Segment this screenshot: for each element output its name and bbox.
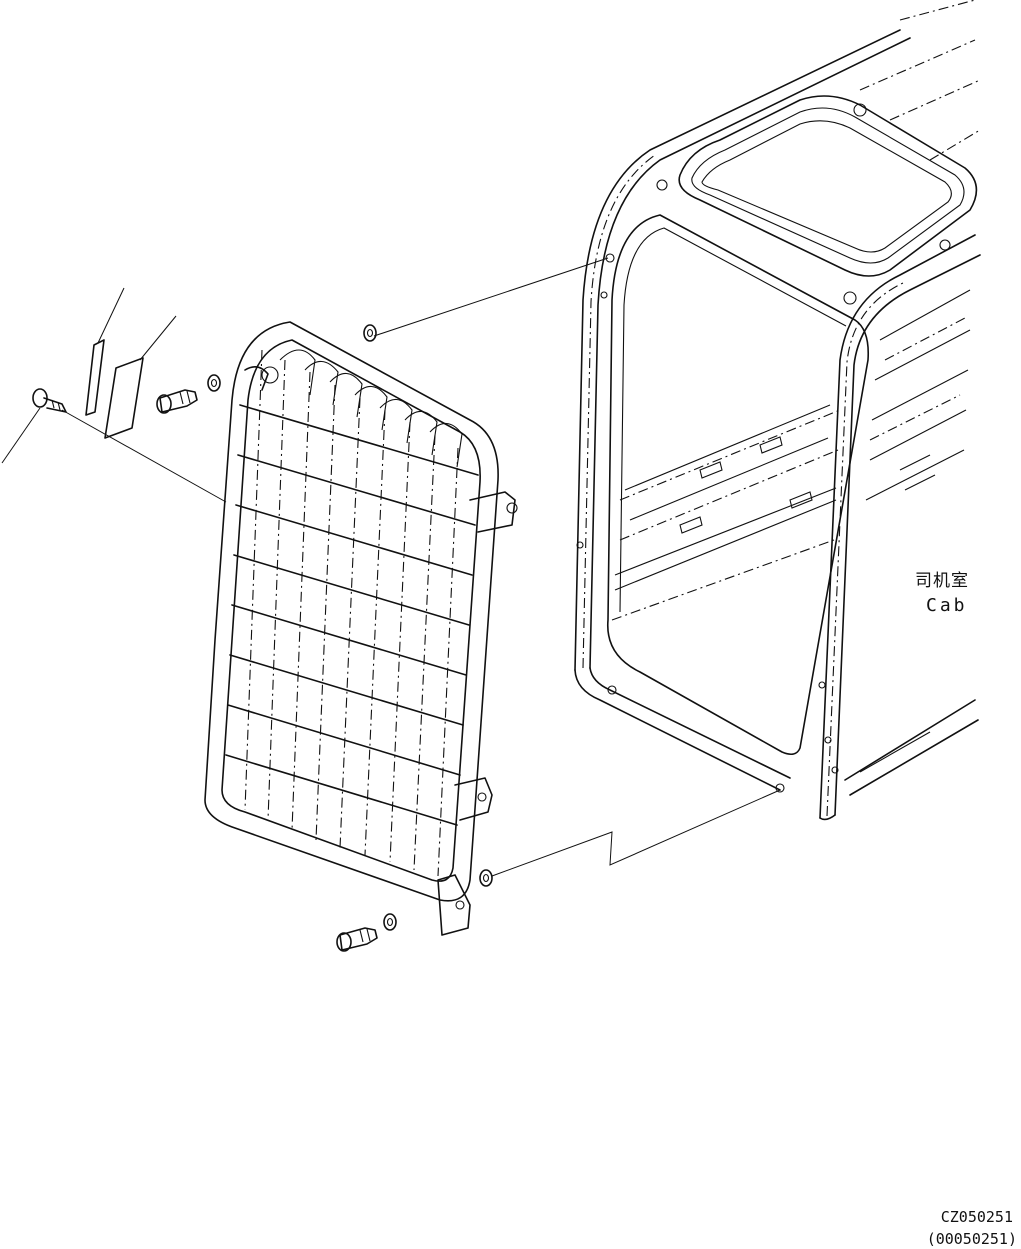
screw-icon: [1, 388, 67, 464]
washer-icon: [479, 869, 493, 887]
cab-frame-icon: [574, 0, 981, 821]
bolt-icon: [156, 389, 198, 414]
figure-code-alt: (00050251): [926, 1230, 1017, 1248]
front-guard-grille-icon: [204, 321, 518, 936]
washer-icon: [363, 324, 377, 342]
cab-label-english: Cab: [926, 595, 968, 616]
washer-icon: [207, 374, 221, 392]
cab-label-chinese: 司机室: [915, 571, 969, 591]
figure-code: CZ050251: [940, 1208, 1013, 1226]
label-plate-icon: [85, 287, 125, 416]
bolt-icon: [336, 927, 378, 952]
assembly-leader-lines: [61, 257, 781, 877]
washer-icon: [383, 913, 397, 931]
label-plate-icon: [104, 315, 177, 439]
